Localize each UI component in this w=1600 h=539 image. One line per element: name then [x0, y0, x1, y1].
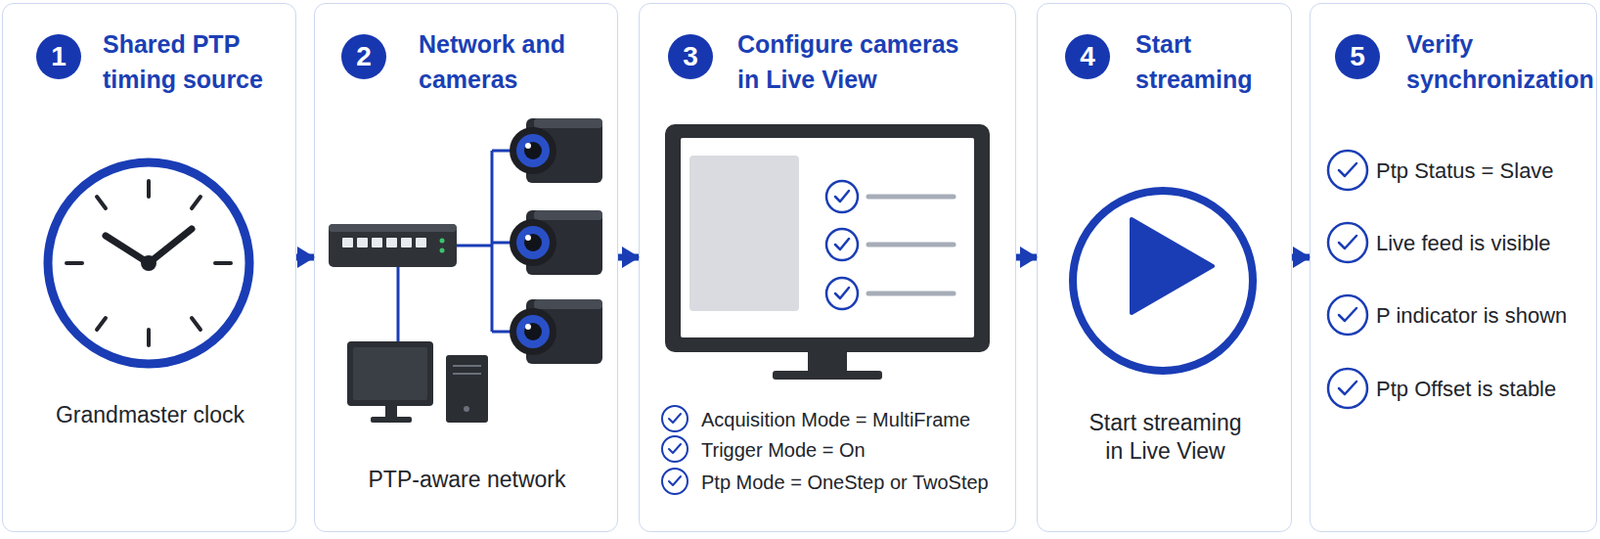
step-text: Live feed is visible	[1376, 229, 1597, 258]
step-number: 4	[1065, 34, 1111, 80]
step-number-badge: 2	[341, 34, 387, 80]
step-number: 1	[36, 34, 82, 80]
step-number-badge: 5	[1334, 34, 1380, 80]
step-number: 5	[1334, 34, 1380, 80]
flow-arrow	[296, 254, 314, 262]
step-number: 2	[341, 34, 387, 80]
step-heading: Verify synchronization	[1406, 26, 1597, 97]
flow-arrow	[618, 254, 639, 262]
step-panel: Network and camerasPTP-aware network 2	[313, 2, 619, 533]
step-heading: Shared PTP timing source	[102, 26, 288, 97]
step-heading: Start streaming	[1135, 26, 1288, 97]
step-text: Grandmaster clock	[2, 400, 298, 429]
flow-arrow	[1016, 254, 1037, 262]
step-panel: Verify synchronizationPtp Status = Slave…	[1309, 2, 1598, 533]
step-panel: Shared PTP timing sourceGrandmaster cloc…	[1, 2, 297, 533]
step-text: Ptp Status = Slave	[1376, 157, 1597, 185]
step-heading: Configure cameras in Live View	[737, 26, 965, 97]
step-panel: Start streamingStart streaming in Live V…	[1036, 2, 1292, 533]
step-number-badge: 1	[36, 34, 82, 80]
step-number: 3	[667, 34, 713, 80]
step-number-badge: 3	[667, 34, 713, 80]
step-text: P indicator is shown	[1376, 302, 1597, 330]
step-number-badge: 4	[1065, 34, 1111, 80]
step-heading: Network and cameras	[418, 26, 611, 97]
step-text: Start streaming in Live View	[1079, 408, 1251, 466]
step-text: Acquisition Mode = MultiFrame	[701, 406, 1013, 433]
step-text: Ptp Mode = OneStep or TwoStep	[701, 469, 1013, 495]
step-panel: Configure cameras in Live ViewAcquisitio…	[638, 2, 1017, 533]
flow-arrow	[1291, 254, 1310, 262]
step-text: Ptp Offset is stable	[1376, 375, 1597, 403]
step-text: Trigger Mode = On	[701, 437, 1013, 463]
step-text: PTP-aware network	[314, 465, 620, 493]
